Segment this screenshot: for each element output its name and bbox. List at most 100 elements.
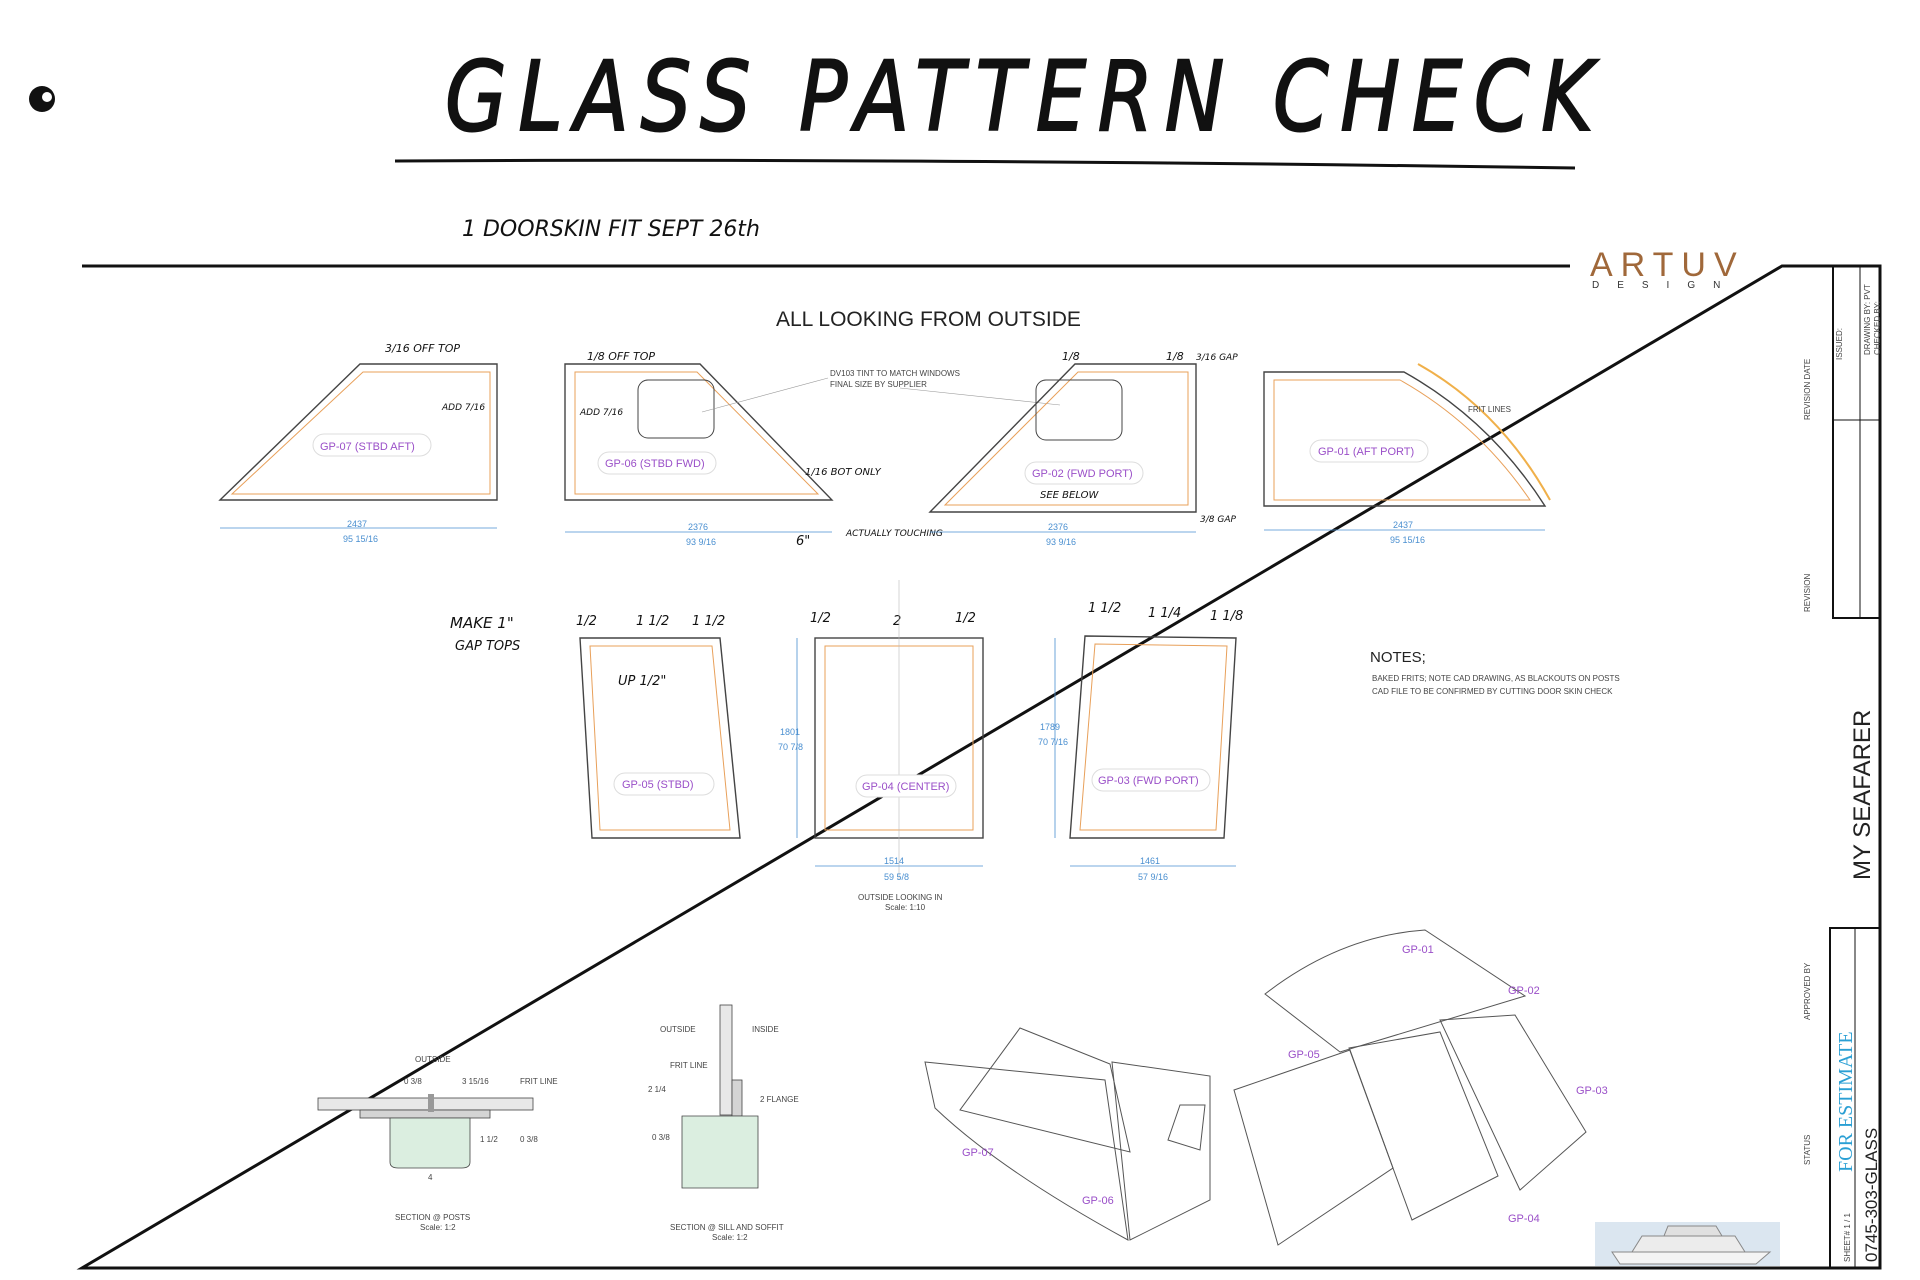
- panel-gp05: GP-05 (STBD): [579, 637, 741, 839]
- title-underline: [394, 158, 1576, 170]
- svg-text:REVISION: REVISION: [1803, 574, 1812, 612]
- sheet-heading: ALL LOOKING FROM OUTSIDE: [776, 308, 1081, 331]
- svg-text:95 15/16: 95 15/16: [343, 534, 378, 544]
- svg-text:59 5/8: 59 5/8: [884, 872, 909, 882]
- panel-gp03: GP-03 (FWD PORT) 1789 70 7/16 1461 57 9/…: [1038, 635, 1237, 882]
- section-sill: OUTSIDE INSIDE FRIT LINE 2 FLANGE 2 1/4 …: [648, 1004, 799, 1242]
- notes-title: NOTES;: [1370, 649, 1426, 666]
- svg-text:DESIGN: DESIGN: [1592, 280, 1738, 291]
- label-gp07: GP-07 (STBD AFT): [320, 441, 415, 453]
- svg-text:70 7/8: 70 7/8: [778, 742, 803, 752]
- hw-off-top-316: 3/16 OFF TOP: [385, 342, 460, 355]
- svg-text:REVISION DATE: REVISION DATE: [1803, 359, 1812, 420]
- iso-label-gp05: GP-05: [1288, 1049, 1320, 1061]
- svg-text:2376: 2376: [688, 522, 708, 532]
- svg-text:2 FLANGE: 2 FLANGE: [760, 1095, 799, 1104]
- hw-one-half-c: 1 1/2: [1088, 601, 1121, 616]
- iso-label-gp07: GP-07: [962, 1147, 994, 1159]
- note-tint: DV103 TINT TO MATCH WINDOWS: [830, 369, 960, 378]
- label-gp04: GP-04 (CENTER): [862, 781, 949, 793]
- svg-text:4: 4: [428, 1173, 433, 1182]
- svg-text:1801: 1801: [780, 727, 800, 737]
- panel-gp04: GP-04 (CENTER) 1801 70 7/8 1514 59 5/8: [778, 580, 984, 882]
- label-gp06: GP-06 (STBD FWD): [605, 458, 705, 470]
- cursor-app-icon[interactable]: [29, 86, 55, 112]
- panel-gp02: GP-02 (FWD PORT) 2376 93 9/16: [928, 363, 1197, 547]
- yacht-illustration: [1595, 1222, 1780, 1266]
- svg-text:0 3/8: 0 3/8: [520, 1135, 538, 1144]
- hw-six: 6": [796, 534, 810, 549]
- hw-gap-316: 3/16 GAP: [1196, 353, 1238, 363]
- svg-text:FRIT LINE: FRIT LINE: [670, 1061, 708, 1070]
- hw-add-716b: ADD 7/16: [579, 408, 623, 418]
- hw-eighth-b: 1/8: [1166, 350, 1184, 363]
- svg-text:93 9/16: 93 9/16: [686, 537, 716, 547]
- hw-see-below: SEE BELOW: [1040, 490, 1099, 501]
- svg-text:DRAWING BY: PVT: DRAWING BY: PVT: [1863, 284, 1872, 355]
- svg-text:2437: 2437: [1393, 520, 1413, 530]
- page-title: GLASS PATTERN CHECK: [445, 41, 1605, 153]
- hw-bot-only: 1/16 BOT ONLY: [805, 467, 882, 478]
- svg-text:2376: 2376: [1048, 522, 1068, 532]
- svg-text:INSIDE: INSIDE: [752, 1025, 779, 1034]
- title-block-bottom: [1829, 927, 1881, 1269]
- svg-text:CHECKED BY:: CHECKED BY:: [1873, 301, 1882, 355]
- svg-text:2 1/4: 2 1/4: [648, 1085, 666, 1094]
- isometric-view: [924, 929, 1587, 1246]
- hw-one-half-b: 1 1/2: [692, 614, 725, 629]
- svg-text:57 9/16: 57 9/16: [1138, 872, 1168, 882]
- svg-text:1 1/2: 1 1/2: [480, 1135, 498, 1144]
- svg-text:STATUS: STATUS: [1803, 1135, 1812, 1165]
- iso-label-gp04: GP-04: [1508, 1213, 1540, 1225]
- hw-off-top-18: 1/8 OFF TOP: [587, 350, 655, 363]
- hw-half-a: 1/2: [576, 614, 597, 629]
- svg-text:3 15/16: 3 15/16: [462, 1077, 489, 1086]
- svg-text:Scale: 1:2: Scale: 1:2: [712, 1233, 748, 1242]
- iso-label-gp01: GP-01: [1402, 944, 1434, 956]
- svg-text:1514: 1514: [884, 856, 904, 866]
- svg-text:Scale: 1:2: Scale: 1:2: [420, 1223, 456, 1232]
- note-scale-a: Scale: 1:10: [885, 903, 926, 912]
- svg-text:1789: 1789: [1040, 722, 1060, 732]
- label-gp01: GP-01 (AFT PORT): [1318, 446, 1414, 458]
- sheet-border: [76, 264, 1882, 1270]
- svg-text:93 9/16: 93 9/16: [1046, 537, 1076, 547]
- section-sill-title: SECTION @ SILL AND SOFFIT: [670, 1223, 784, 1232]
- iso-label-gp06: GP-06: [1082, 1195, 1114, 1207]
- sheet-number: SHEET# 1 / 1: [1843, 1213, 1852, 1262]
- note-final-size: FINAL SIZE BY SUPPLIER: [830, 380, 927, 389]
- svg-text:ISSUED:: ISSUED:: [1835, 328, 1844, 360]
- note-line-1: BAKED FRITS; NOTE CAD DRAWING, AS BLACKO…: [1372, 674, 1620, 683]
- hw-add-716: ADD 7/16: [441, 403, 485, 413]
- panel-gp01: GP-01 (AFT PORT) 2437 95 15/16: [1263, 363, 1551, 545]
- label-gp05: GP-05 (STBD): [622, 779, 694, 791]
- label-gp03: GP-03 (FWD PORT): [1098, 775, 1199, 787]
- drawing-number: 0745-303-GLASS: [1862, 1128, 1881, 1262]
- project-name: MY SEAFARER: [1849, 710, 1876, 880]
- label-gp02: GP-02 (FWD PORT): [1032, 468, 1133, 480]
- hw-gap-38: 3/8 GAP: [1200, 515, 1236, 525]
- title-block-top: [1832, 265, 1881, 619]
- hw-half-c: 1/2: [955, 611, 976, 626]
- iso-label-gp02: GP-02: [1508, 985, 1540, 997]
- hw-actually-touching: ACTUALLY TOUCHING: [845, 529, 943, 539]
- svg-text:OUTSIDE: OUTSIDE: [660, 1025, 696, 1034]
- hw-make-gap: MAKE 1": [450, 614, 514, 632]
- section-posts-title: SECTION @ POSTS: [395, 1213, 470, 1222]
- hw-gap-tops: GAP TOPS: [455, 639, 520, 654]
- svg-text:0 3/8: 0 3/8: [652, 1133, 670, 1142]
- hw-one-half-a: 1 1/2: [636, 614, 669, 629]
- svg-text:2437: 2437: [347, 519, 367, 529]
- brand-logo: ARTUV DESIGN: [1590, 246, 1738, 291]
- svg-text:70 7/16: 70 7/16: [1038, 737, 1068, 747]
- panel-gp06: GP-06 (STBD FWD) 2376 93 9/16: [564, 363, 834, 547]
- svg-text:APPROVED BY: APPROVED BY: [1803, 962, 1812, 1020]
- svg-text:95 15/16: 95 15/16: [1390, 535, 1425, 545]
- hw-one-quarter: 1 1/4: [1148, 606, 1181, 621]
- note-frit-lines: FRIT LINES: [1468, 405, 1511, 414]
- iso-label-gp03: GP-03: [1576, 1085, 1608, 1097]
- section-posts: OUTSIDE 0 3/8 3 15/16 FRIT LINE 1 1/2 0 …: [317, 1055, 558, 1232]
- svg-text:0 3/8: 0 3/8: [404, 1077, 422, 1086]
- svg-text:1461: 1461: [1140, 856, 1160, 866]
